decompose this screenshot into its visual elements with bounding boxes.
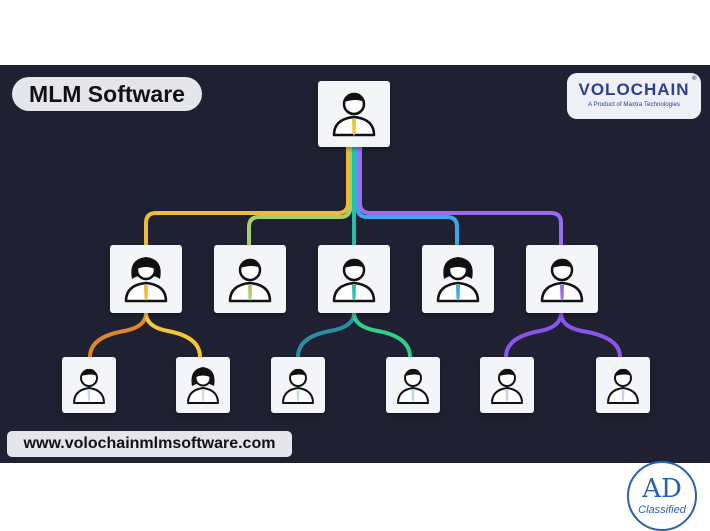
man-icon xyxy=(332,258,376,303)
woman-icon xyxy=(436,257,480,303)
level2-member-node xyxy=(596,357,650,413)
level1-member-node xyxy=(214,245,286,313)
website-url: www.volochainmlmsoftware.com xyxy=(7,431,292,457)
level2-member-node xyxy=(271,357,325,413)
page-title: MLM Software xyxy=(12,77,202,111)
man-icon xyxy=(73,368,105,404)
man-icon xyxy=(607,368,639,404)
level2-member-node xyxy=(480,357,534,413)
level2-member-node xyxy=(176,357,230,413)
man-icon xyxy=(491,368,523,404)
man-icon xyxy=(540,258,584,303)
logo-name: VOLOCHAIN xyxy=(578,80,690,99)
root-member-node xyxy=(318,81,390,147)
level1-member-node xyxy=(422,245,494,313)
level2-member-node xyxy=(386,357,440,413)
logo-tagline: A Product of Maxtra Technologies xyxy=(587,101,681,108)
stamp-label: Classified xyxy=(638,504,686,516)
level1-member-node xyxy=(110,245,182,313)
stamp-letters: AD xyxy=(642,474,682,504)
man-icon xyxy=(228,258,272,303)
level1-member-node xyxy=(526,245,598,313)
level2-member-node xyxy=(62,357,116,413)
volochain-logo: VOLOCHAIN ® A Product of Maxtra Technolo… xyxy=(567,73,701,119)
person-icon xyxy=(332,92,376,137)
man-icon xyxy=(282,368,314,404)
man-icon xyxy=(397,368,429,404)
woman-icon xyxy=(124,257,168,303)
mlm-banner: MLM Software VOLOCHAIN ® A Product of Ma… xyxy=(0,65,710,463)
woman-icon xyxy=(187,367,219,404)
ad-classified-stamp: AD Classified xyxy=(627,461,697,531)
logo-trademark: ® xyxy=(692,76,697,82)
level1-member-node xyxy=(318,245,390,313)
network-lines xyxy=(88,145,622,359)
